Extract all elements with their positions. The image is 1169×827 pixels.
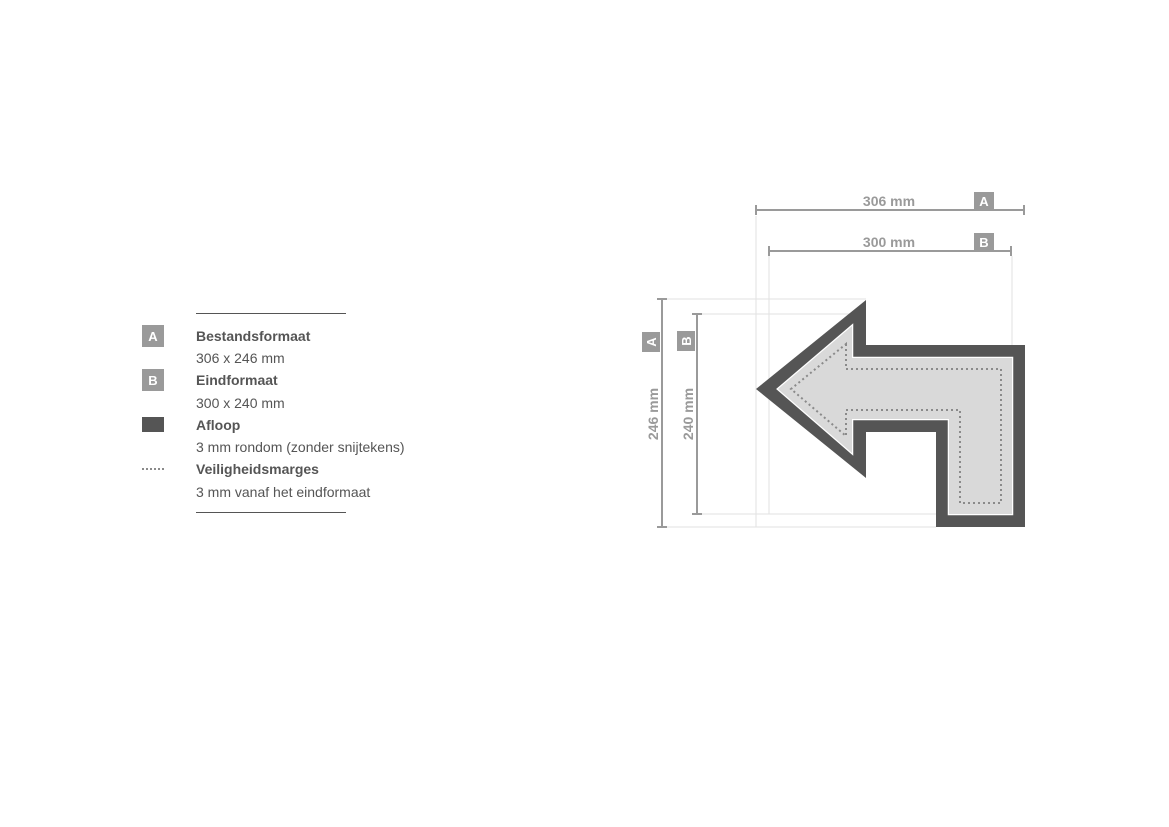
file-width-badge-bg xyxy=(974,192,994,210)
file-height-badge-bg xyxy=(642,332,660,352)
legend-top-rule xyxy=(196,313,346,314)
badge-b: B xyxy=(142,369,164,391)
file-height-label: 246 mm xyxy=(645,388,661,440)
dimension-file-height xyxy=(657,298,667,528)
final-width-label: 300 mm xyxy=(863,234,915,250)
bleed-swatch-icon xyxy=(142,417,164,432)
legend-bottom-rule xyxy=(196,512,346,513)
legend-desc-afloop: 3 mm rondom (zonder snijtekens) xyxy=(196,439,405,455)
arrow-fill-shape xyxy=(778,326,1012,514)
dimension-final-width xyxy=(768,246,1012,256)
legend-title-veiligheidsmarges: Veiligheidsmarges xyxy=(196,461,319,477)
dimension-final-height xyxy=(692,313,702,515)
file-width-label: 306 mm xyxy=(863,193,915,209)
legend-title-afloop: Afloop xyxy=(196,417,241,433)
file-height-badge: A xyxy=(644,337,659,347)
legend-title-eindformaat: Eindformaat xyxy=(196,372,278,388)
legend-desc-veiligheidsmarges: 3 mm vanaf het eindformaat xyxy=(196,484,371,500)
final-height-label: 240 mm xyxy=(680,388,696,440)
final-width-badge-bg xyxy=(974,233,994,251)
legend-desc-eindformaat: 300 x 240 mm xyxy=(196,395,285,411)
badge-a: A xyxy=(142,325,164,347)
legend-desc-bestandsformaat: 306 x 246 mm xyxy=(196,350,285,366)
legend: A Bestandsformaat 306 x 246 mm B Eindfor… xyxy=(0,0,560,827)
final-height-badge-bg xyxy=(677,331,695,351)
file-width-badge: A xyxy=(979,194,989,209)
safety-margin-line xyxy=(789,341,1002,504)
dotted-line-icon xyxy=(142,468,164,470)
legend-title-bestandsformaat: Bestandsformaat xyxy=(196,328,311,344)
final-width-badge: B xyxy=(979,235,988,250)
final-height-badge: B xyxy=(679,336,694,345)
